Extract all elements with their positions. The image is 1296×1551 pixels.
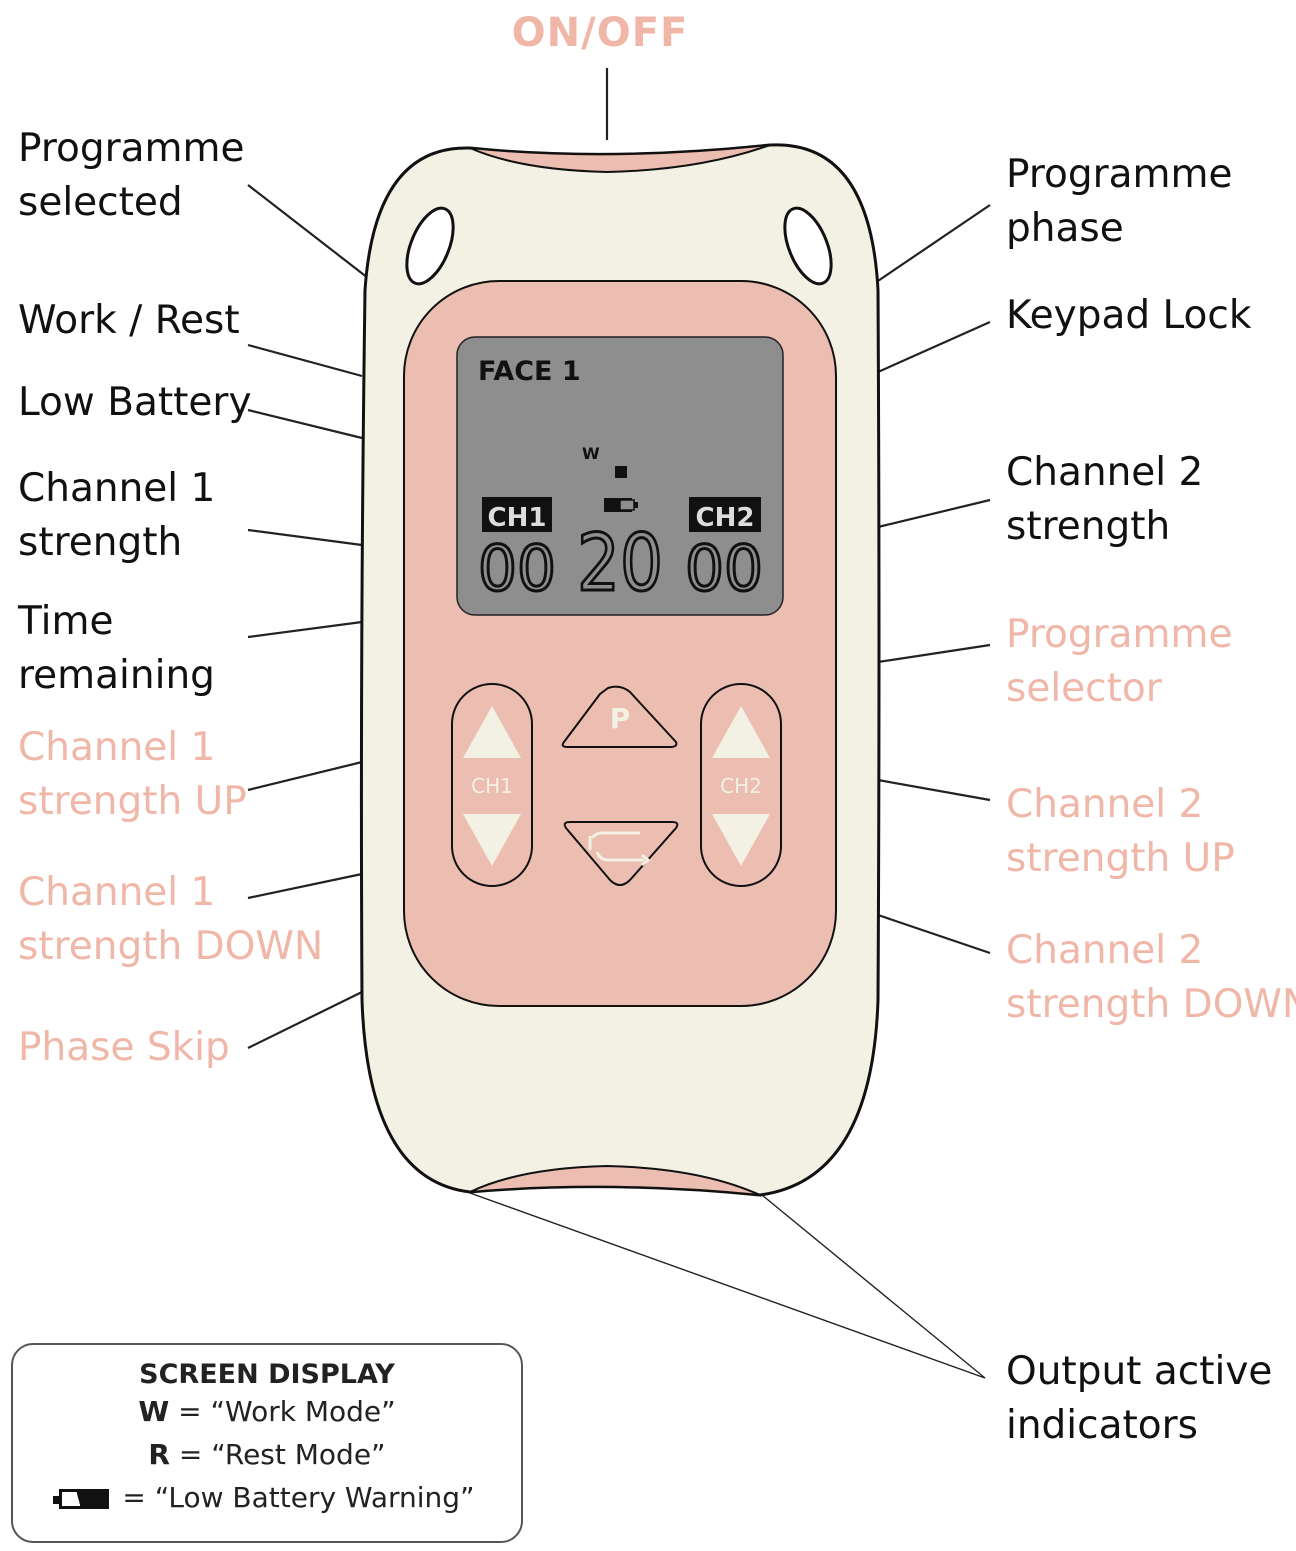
label-work-rest: Work / Rest — [18, 298, 240, 343]
legend-work-row: W = “Work Mode” — [13, 1390, 521, 1433]
ch2-strength-readout: 00 — [685, 532, 763, 605]
legend-r-text: = “Rest Mode” — [178, 1438, 386, 1471]
keypad-lock-indicator-icon — [615, 466, 627, 478]
legend-r-key: R — [148, 1438, 170, 1471]
screen-mode-indicator: W — [582, 444, 600, 463]
ch2-up-button[interactable] — [712, 706, 770, 758]
ch1-strength-readout: 00 — [478, 532, 556, 605]
ch2-screen-tag: CH2 — [696, 503, 755, 533]
ch2-button-group: CH2 — [700, 683, 782, 887]
label-low-battery: Low Battery — [18, 380, 252, 425]
ch1-down-button[interactable] — [463, 814, 521, 866]
legend-battery-row: = “Low Battery Warning” — [13, 1476, 521, 1519]
output-active-indicator-band — [469, 1164, 761, 1196]
programme-selector-label: P — [610, 702, 631, 735]
ch2-screen-tag-bg — [689, 497, 761, 532]
phase-skip-icon — [588, 831, 651, 867]
leader-lines — [247, 68, 991, 1379]
legend-battery-text: = “Low Battery Warning” — [122, 1481, 475, 1514]
time-remaining-readout: 20 — [577, 519, 663, 609]
legend-w-key: W — [138, 1395, 170, 1428]
low-battery-screen-icon — [604, 498, 638, 512]
label-phase-skip: Phase Skip — [18, 1025, 230, 1070]
ch1-screen-tag-bg — [482, 497, 552, 532]
screen-programme-label: FACE 1 — [478, 356, 581, 387]
legend-w-text: = “Work Mode” — [178, 1395, 396, 1428]
programme-selector-button[interactable] — [561, 685, 678, 748]
ch1-button-group: CH1 — [451, 683, 533, 887]
right-socket-icon — [783, 206, 833, 286]
screen-display-legend: SCREEN DISPLAY W = “Work Mode” R = “Rest… — [11, 1343, 523, 1543]
ch1-button-label: CH1 — [471, 774, 513, 798]
ch1-screen-tag: CH1 — [488, 503, 547, 533]
left-socket-icon — [405, 206, 455, 286]
label-keypad-lock: Keypad Lock — [1006, 293, 1252, 338]
legend-title: SCREEN DISPLAY — [139, 1359, 395, 1390]
ch2-button-label: CH2 — [720, 774, 762, 798]
low-battery-icon — [53, 1489, 110, 1509]
on-off-label: ON/OFF — [511, 10, 689, 56]
on-off-button[interactable] — [469, 144, 771, 174]
legend-rest-row: R = “Rest Mode” — [13, 1433, 521, 1476]
ch2-down-button[interactable] — [712, 814, 770, 866]
ch1-up-button[interactable] — [463, 706, 521, 758]
